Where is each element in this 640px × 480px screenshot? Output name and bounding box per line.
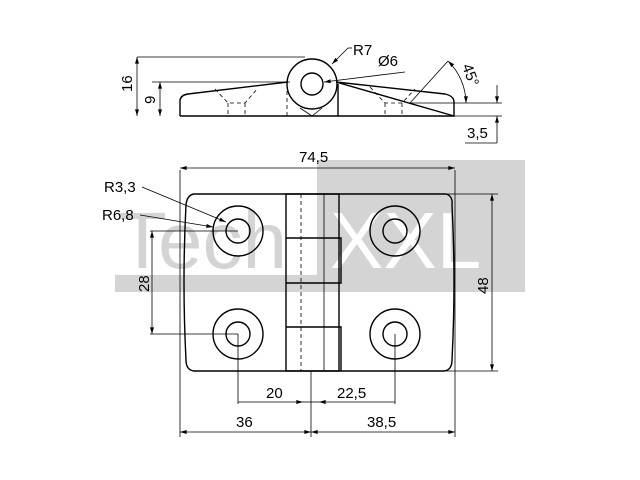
dim-74-5: 74,5 (299, 149, 328, 166)
dim-r3-3: R3,3 (104, 179, 136, 196)
dim-22-5: 22,5 (337, 385, 366, 402)
watermark-text-1: Tech (118, 196, 287, 285)
dim-45deg: 45° (458, 62, 482, 89)
dim-16: 16 (119, 75, 136, 92)
dim-20: 20 (266, 385, 283, 402)
dim-9: 9 (142, 96, 159, 104)
dim-r6-8: R6,8 (102, 207, 134, 224)
dim-48: 48 (475, 277, 492, 294)
dim-3-5: 3,5 (467, 125, 488, 142)
watermark: Tech XXL (115, 160, 525, 292)
dim-36: 36 (236, 414, 253, 431)
dim-28: 28 (136, 275, 153, 292)
side-view: 16 9 R7 Ø6 45° 3,5 (119, 42, 502, 144)
dim-r7: R7 (353, 42, 372, 59)
dim-38-5: 38,5 (367, 414, 396, 431)
dim-pin-diameter: Ø6 (378, 53, 398, 70)
watermark-text-2: XXL (330, 196, 481, 285)
front-view: 74,5 R3,3 R6,8 28 48 20 22,5 36 38,5 (102, 149, 498, 437)
